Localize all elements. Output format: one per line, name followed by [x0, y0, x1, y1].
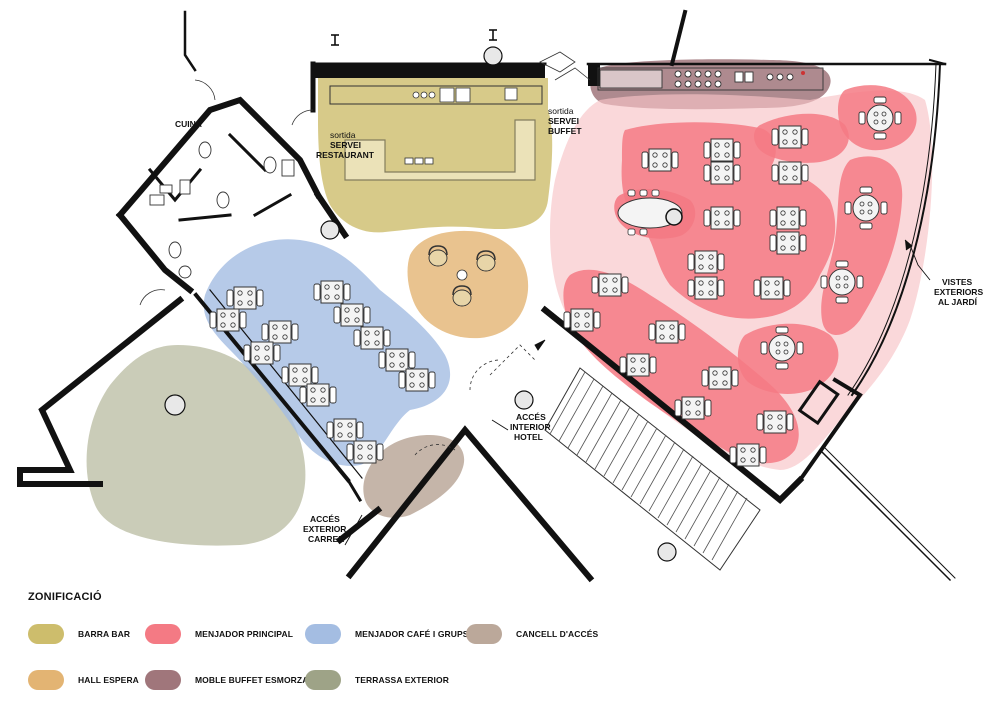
- bar-counter: [329, 85, 543, 181]
- leader-lines: [344, 239, 931, 546]
- buffet-counter: [597, 67, 824, 91]
- buffet-exit-label-3: BUFFET: [548, 126, 582, 136]
- buffet-island: [617, 189, 683, 236]
- interior-access-label-2: INTERIOR: [510, 422, 551, 432]
- terrace-zone: [86, 345, 306, 546]
- garden-view-label-1: VISTES: [942, 277, 973, 287]
- section-marks: [331, 29, 497, 46]
- restaurant-exit-label-3: RESTAURANT: [316, 150, 375, 160]
- plan-labels: CUINA sortida SERVEI RESTAURANT sortida …: [175, 106, 983, 544]
- waiting-hall-zone: [407, 230, 529, 339]
- buffet-exit-label-2: SERVEI: [548, 116, 579, 126]
- entrance-vestibule-zone: [363, 435, 465, 518]
- garden-view-label-3: AL JARDÍ: [938, 297, 978, 307]
- restaurant-exit-label-2: SERVEI: [330, 140, 361, 150]
- lounge-chairs: [428, 245, 496, 307]
- bar-zone: [318, 78, 553, 233]
- interior-access-label-1: ACCÉS: [516, 412, 546, 422]
- garden-view-label-2: EXTERIORS: [934, 287, 983, 297]
- exterior-access-label-3: CARRER: [308, 534, 344, 544]
- buffet-exit-label-1: sortida: [548, 106, 574, 116]
- restaurant-exit-label-1: sortida: [330, 130, 356, 140]
- exterior-access-label-2: EXTERIOR: [303, 524, 346, 534]
- door-swings: [139, 51, 591, 456]
- exterior-access-label-1: ACCÉS: [310, 514, 340, 524]
- main-dining-zone-f: [563, 269, 799, 464]
- kitchen-fixtures: [149, 141, 295, 279]
- columns: [164, 46, 677, 562]
- interior-access-label-3: HOTEL: [514, 432, 543, 442]
- staircase: [544, 367, 761, 571]
- kitchen-label: CUINA: [175, 119, 202, 129]
- cafe-zone: [203, 239, 451, 466]
